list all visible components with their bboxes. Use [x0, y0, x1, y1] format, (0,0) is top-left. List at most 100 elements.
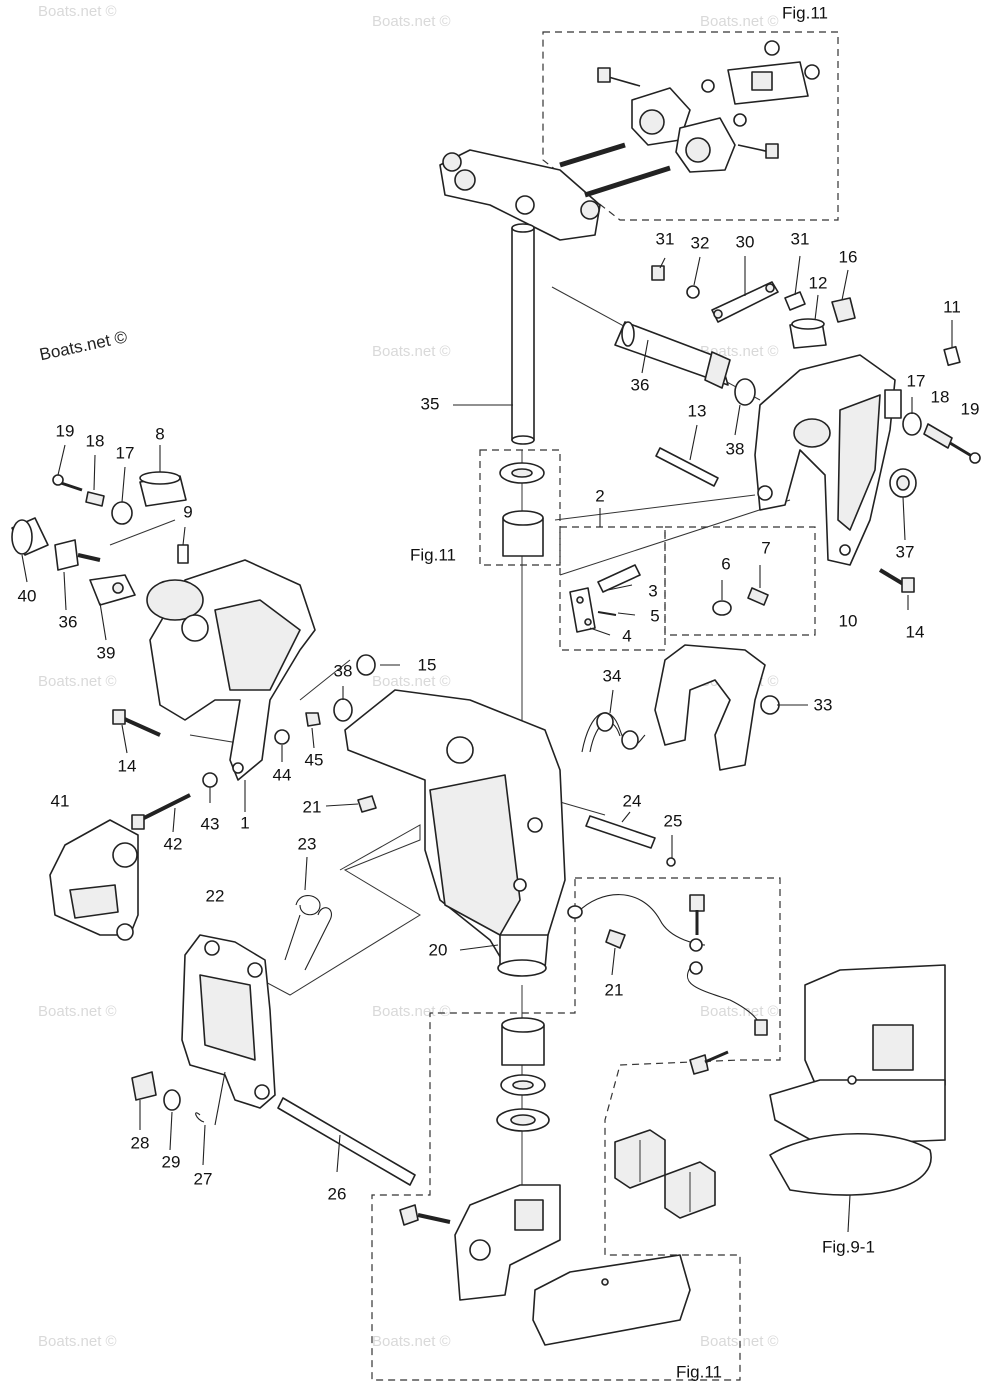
upper-bushing-part	[499, 462, 545, 557]
callout-2: 2	[595, 486, 604, 505]
group-outline-item-10	[664, 526, 816, 636]
callout-39: 39	[97, 643, 116, 662]
watermark-text: Boats.net ©	[372, 1333, 451, 1350]
fig-ref-bottom: Fig.11	[676, 1362, 722, 1381]
nut-37-part	[889, 468, 917, 498]
left-clamp-bracket-part	[146, 559, 316, 781]
callout-38: 38	[334, 661, 353, 680]
watermark-text: Boats.net ©	[700, 1333, 779, 1350]
figure-reference-labels: Fig.11 Fig.11 Fig.11 Fig.9-1	[410, 3, 875, 1381]
tilt-lever-part	[654, 644, 780, 771]
callout-42: 42	[164, 834, 183, 853]
callout-31: 31	[791, 229, 810, 248]
callout-23: 23	[298, 834, 317, 853]
watermark-text: Boats.net ©	[38, 1333, 117, 1350]
bushing-12-part	[789, 318, 827, 349]
coil-spring-23-part	[284, 895, 332, 971]
callout-31: 31	[656, 229, 675, 248]
callout-18: 18	[931, 387, 950, 406]
grease-nipple-part	[357, 795, 626, 949]
callout-29: 29	[162, 1152, 181, 1171]
leader-lines	[21, 255, 953, 1233]
callout-labels: 35 31 32 30 31 16 12 11 36 13 38 17 18 1…	[18, 229, 980, 1203]
callout-32: 32	[691, 233, 710, 252]
washers-left-part	[202, 698, 353, 788]
ground-wire-part	[567, 894, 768, 1075]
callout-9: 9	[183, 502, 192, 521]
mount-bolts-part	[559, 67, 779, 198]
callout-36: 36	[59, 612, 78, 631]
spring-washer-clip-part	[131, 1071, 205, 1123]
small-fasteners-part	[651, 265, 961, 367]
spring-plate-part	[569, 564, 641, 633]
stopper-bracket-part	[399, 1184, 561, 1301]
fig-ref-left: Fig.11	[410, 545, 456, 564]
tilt-lock-right-part	[902, 412, 981, 464]
callout-15: 15	[418, 655, 437, 674]
callout-18: 18	[86, 431, 105, 450]
callout-22: 22	[206, 886, 225, 905]
callout-16: 16	[839, 247, 858, 266]
lower-bushing-part	[496, 1017, 550, 1132]
callout-24: 24	[623, 791, 642, 810]
right-clamp-bracket-part	[754, 354, 902, 566]
lower-unit-reference-part	[769, 964, 946, 1196]
watermark-text: Boats.net ©	[38, 1003, 117, 1020]
callout-12: 12	[809, 273, 828, 292]
bushing-8-9-part	[139, 471, 189, 564]
callout-1: 1	[240, 813, 249, 832]
watermark-text: Boats.net ©	[372, 13, 451, 30]
tilt-pin-part	[614, 321, 731, 389]
tilt-handle-part	[49, 819, 139, 941]
callout-37: 37	[896, 542, 915, 561]
callout-44: 44	[273, 765, 292, 784]
watermark-text: Boats.net ©	[700, 13, 779, 30]
group-outline-bottom-fig11	[371, 877, 781, 1381]
transom-bracket-part	[181, 934, 276, 1109]
callout-25: 25	[664, 811, 683, 830]
torsion-spring-part	[581, 712, 646, 753]
callout-26: 26	[328, 1184, 347, 1203]
dashed-group-outlines	[371, 31, 839, 1381]
watermark-text: Boats.net ©	[372, 1003, 451, 1020]
long-shaft-26-part	[277, 1097, 416, 1186]
callout-5: 5	[650, 606, 659, 625]
callout-40: 40	[18, 586, 37, 605]
group-outline-bushing-fig11	[479, 449, 561, 566]
callout-19: 19	[961, 399, 980, 418]
callout-11: 11	[943, 297, 961, 316]
callout-35: 35	[421, 394, 440, 413]
callout-4: 4	[622, 626, 631, 645]
washer-part	[734, 378, 756, 406]
callout-20: 20	[429, 940, 448, 959]
callout-28: 28	[131, 1133, 150, 1152]
callout-33: 33	[814, 695, 833, 714]
pin-15-part	[356, 654, 376, 676]
callout-21: 21	[303, 797, 322, 816]
watermark-text: Boats.net ©	[38, 3, 117, 20]
callout-45: 45	[305, 750, 324, 769]
callout-43: 43	[201, 814, 220, 833]
callout-27: 27	[194, 1169, 213, 1188]
callout-3: 3	[648, 581, 657, 600]
pivot-pin-part	[585, 815, 656, 849]
callout-13: 13	[688, 401, 707, 420]
callout-6: 6	[721, 554, 730, 573]
watermark-text: Boats.net ©	[372, 673, 451, 690]
long-bolts-left-part	[112, 709, 191, 830]
group-outline-top-fig11	[542, 31, 839, 221]
watermark-text: Boats.net ©	[38, 673, 117, 690]
callout-17: 17	[116, 443, 135, 462]
pin-part	[655, 447, 719, 487]
steering-shaft-part	[511, 223, 535, 445]
clip-part	[666, 857, 676, 867]
callout-34: 34	[603, 666, 622, 685]
callout-14: 14	[118, 756, 137, 775]
link-plate-part	[711, 281, 779, 323]
callout-10: 10	[839, 611, 858, 630]
swivel-bracket-part	[344, 689, 566, 977]
callout-38: 38	[726, 439, 745, 458]
callout-36: 36	[631, 375, 650, 394]
bolt-14-right-part	[878, 568, 915, 593]
watermark-text: Boats.net ©	[372, 343, 451, 360]
